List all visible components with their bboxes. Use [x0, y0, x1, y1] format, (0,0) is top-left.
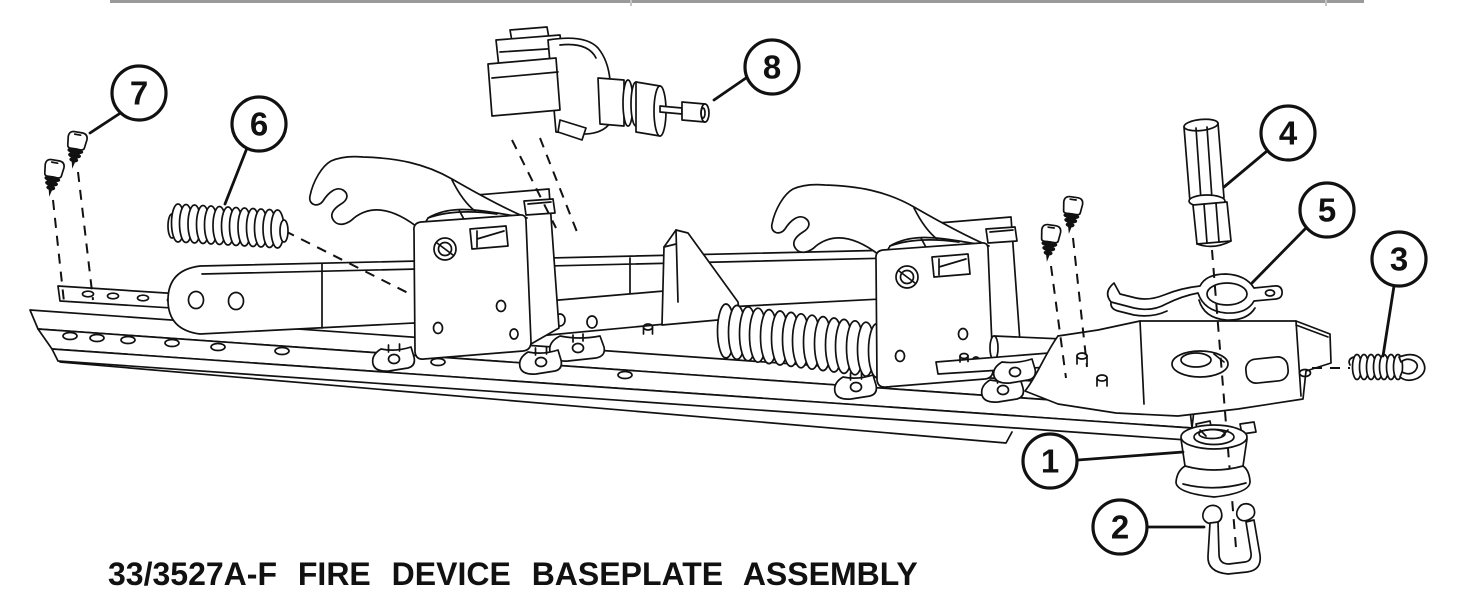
callout-8: 8	[712, 38, 801, 102]
callout-5-label: 5	[1318, 192, 1336, 229]
part-hex-standoff	[1183, 118, 1232, 248]
callout-8-label: 8	[763, 49, 781, 86]
callout-3-label: 3	[1390, 241, 1408, 278]
end-plate	[1024, 320, 1332, 417]
callout-2-label: 2	[1111, 509, 1129, 546]
top-rule	[110, 0, 1364, 3]
alignment-dashes	[52, 137, 1350, 549]
callout-4: 4	[1222, 104, 1317, 189]
callout-6-label: 6	[250, 106, 268, 143]
callout-7-label: 7	[130, 75, 148, 112]
part-retaining-clip	[1202, 502, 1262, 575]
part-compression-spring	[167, 203, 289, 249]
callout-6: 6	[223, 95, 288, 206]
part-release-lever	[1106, 273, 1283, 321]
diagram-title: 33/3527A-F FIRE DEVICE BASEPLATE ASSEMBL…	[108, 556, 918, 592]
callout-2: 2	[1091, 498, 1206, 556]
top-rule-tick	[1325, 0, 1327, 6]
callout-3: 3	[1370, 230, 1428, 358]
callout-5: 5	[1250, 181, 1356, 285]
callout-1-label: 1	[1041, 443, 1059, 480]
part-bushing	[1175, 420, 1257, 498]
callout-4-label: 4	[1279, 115, 1298, 152]
part-solenoid-actuator	[487, 26, 710, 141]
top-rule-tick	[630, 0, 632, 6]
latch-bar	[535, 290, 667, 362]
center-bracket	[661, 229, 741, 326]
callout-7: 7	[88, 64, 168, 135]
callout-1: 1	[1021, 432, 1185, 490]
part-extension-spring	[1348, 353, 1426, 382]
